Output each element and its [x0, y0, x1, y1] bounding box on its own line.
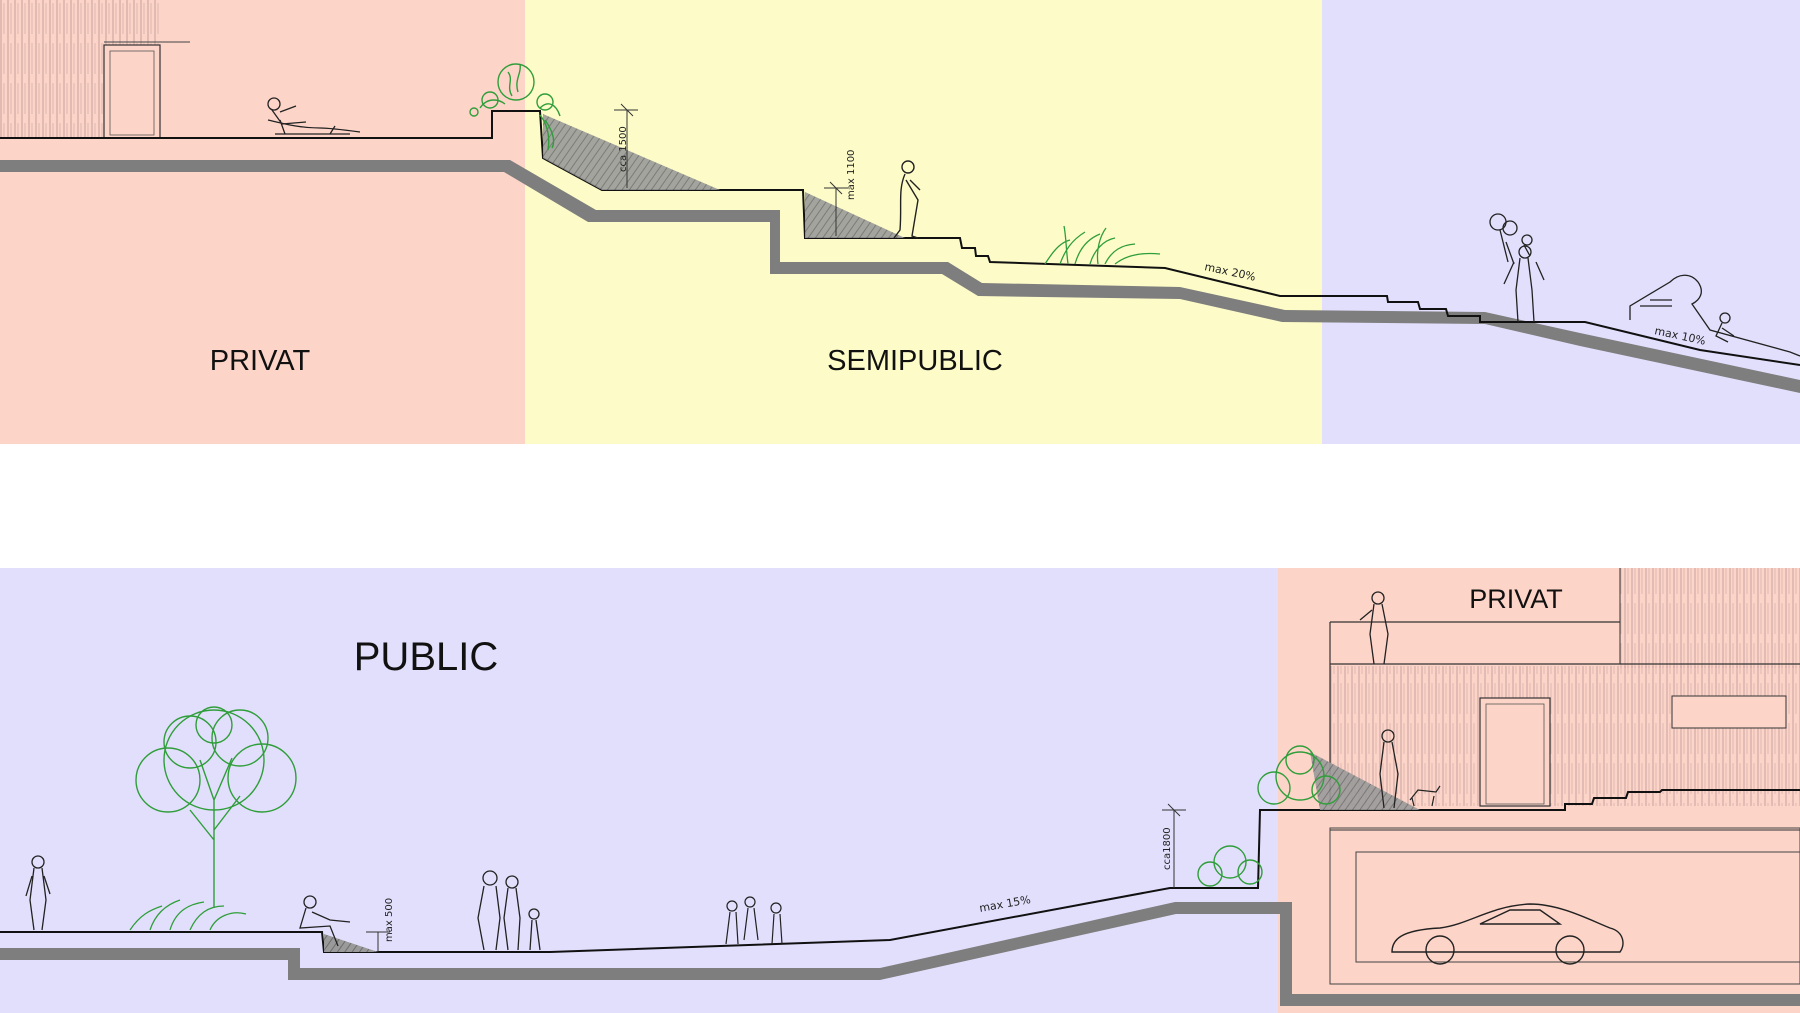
house-facade-bottom: [1329, 568, 1800, 985]
zone-public-bottom: [0, 568, 1278, 1013]
person-icon-family: [477, 870, 541, 951]
grass-icon-top: [1044, 225, 1161, 265]
person-icon-terrace: [1379, 729, 1399, 809]
house-facade-top: [0, 0, 190, 139]
hatch-terrace-bottom: [1310, 752, 1420, 810]
person-icon-sitting: [299, 895, 351, 947]
person-icon-balcony: [1359, 591, 1389, 665]
hatch-step-top: [805, 192, 905, 238]
zone-label-privat-top: PRIVAT: [210, 345, 311, 377]
dimension-step-top: max 1100: [824, 150, 857, 236]
car-icon: [1391, 903, 1624, 965]
dog-icon: [1409, 785, 1441, 807]
grass-icon-bottom: [129, 899, 247, 931]
shrub-icon-wall: [1197, 845, 1263, 887]
person-icon-group-kids: [725, 896, 783, 945]
dimension-low-bottom: max 500: [366, 898, 395, 952]
tree-icon: [135, 706, 297, 908]
dimension-high-bottom: cca1800: [1162, 803, 1186, 888]
shrub-icon: [469, 63, 561, 151]
zone-label-semipublic: SEMIPUBLIC: [827, 345, 1003, 377]
dimension-label-low: max 500: [384, 898, 395, 942]
bottom-section: max 500 cca1800 max 15% PUBLIC PRIVAT: [0, 568, 1800, 1013]
dimension-label-step: max 1100: [846, 150, 857, 200]
foundation-bottom: [0, 902, 1800, 1006]
hatch-low-bottom: [324, 934, 378, 952]
dimension-label-high: cca1800: [1162, 827, 1173, 870]
ground-line-bottom: [0, 789, 1800, 953]
person-icon-family-balloons: [1489, 213, 1545, 323]
dimension-wall-top: cca 1500: [614, 103, 638, 188]
hatch-wall-top: [543, 114, 720, 190]
person-icon-walking-top: [893, 160, 921, 239]
top-section: cca 1500 max 1100 max 20% max 10% PRIVAT…: [0, 0, 1800, 444]
person-icon-standing-left: [25, 855, 51, 931]
dimension-label-wall: cca 1500: [618, 126, 629, 172]
slide-icon: [1629, 274, 1800, 357]
zone-label-privat-bottom: PRIVAT: [1469, 584, 1563, 614]
lounger-icon: [267, 97, 361, 135]
shrub-icon-terrace: [1257, 745, 1341, 805]
zone-label-public: PUBLIC: [354, 635, 499, 679]
